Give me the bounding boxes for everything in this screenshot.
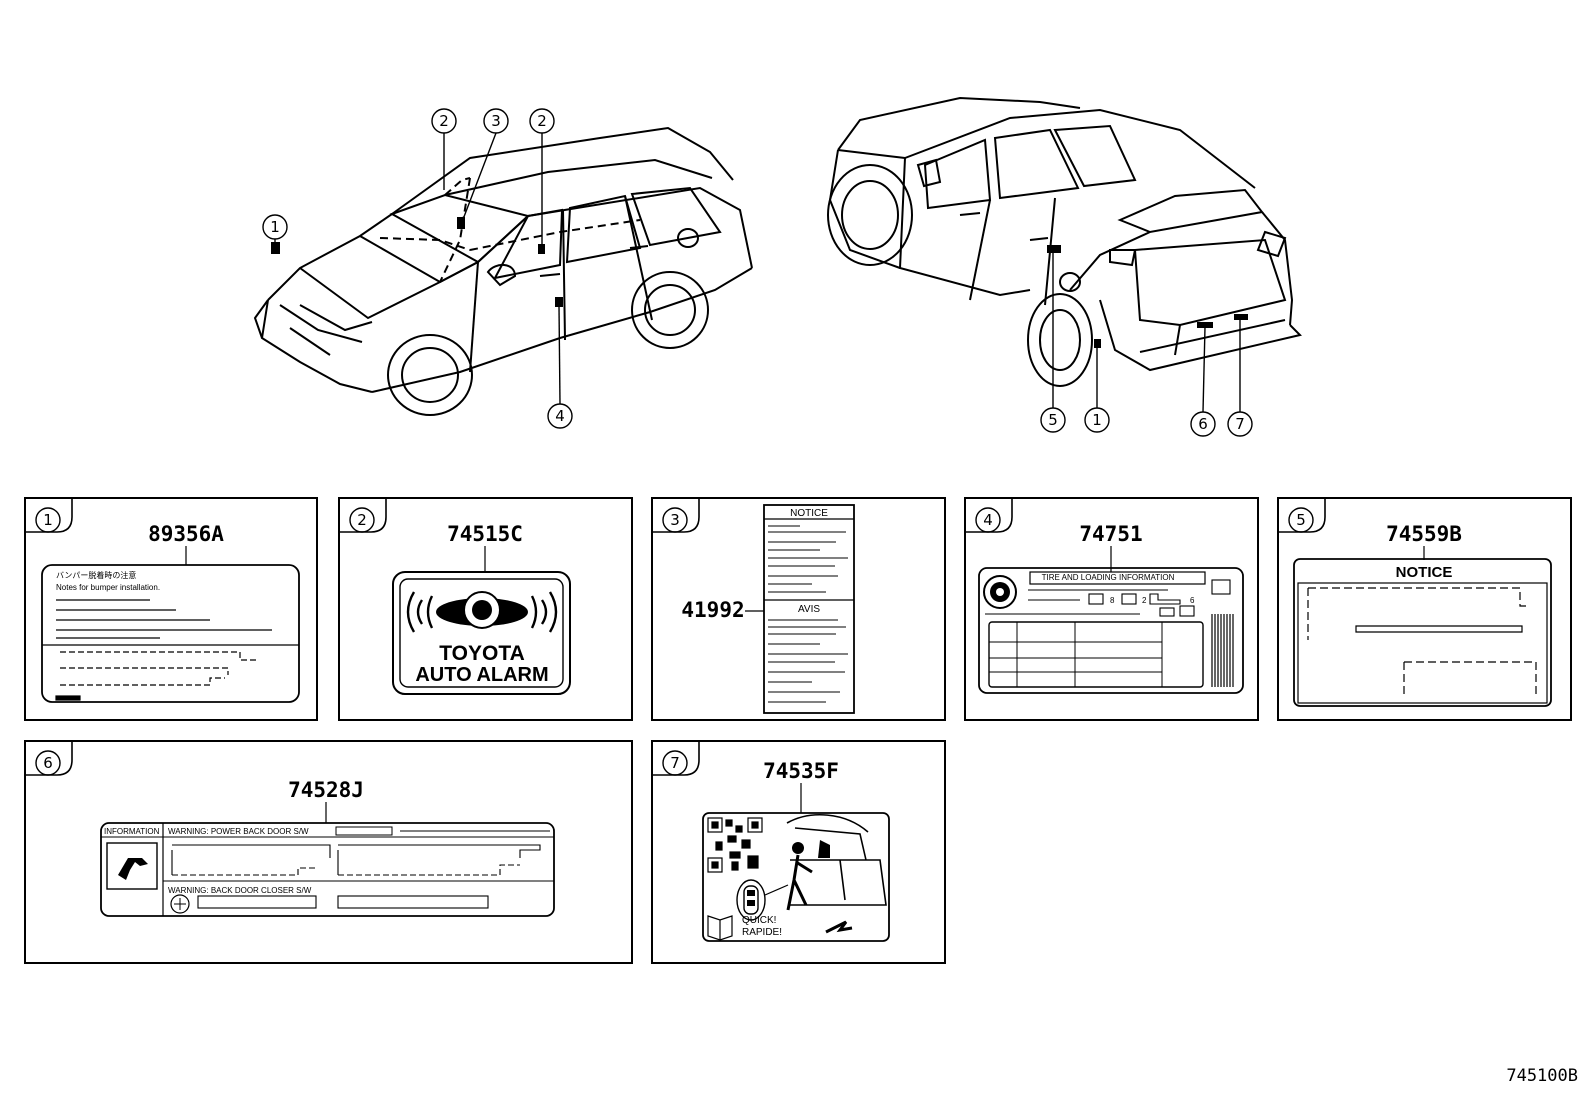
tire-icon [983,575,1017,609]
label-title: TIRE AND LOADING INFORMATION [1042,573,1175,582]
qr-code-icon [707,817,763,873]
alarm-car-icon [406,591,558,633]
callout-number: 4 [555,407,565,425]
part-number: 74528J [288,778,364,802]
front-view-callouts [262,108,573,429]
tire-field-value: 6 [1190,596,1195,605]
panel-7: 7 74535F [651,740,946,964]
owners-manual-icon [707,915,733,941]
vehicle-front-view [253,126,753,416]
open-tailgate-illustration [786,813,887,934]
callout-number: 6 [1198,415,1208,433]
callout-number: 1 [1092,411,1102,429]
callout-number: 5 [1048,411,1058,429]
label-warning-2: WARNING: BACK DOOR CLOSER S/W [168,886,312,895]
label-rapide: RAPIDE! [742,927,782,938]
vehicle-callout-numbers: 1 2 3 2 4 5 1 6 7 [270,112,1245,433]
panel-4: 4 74751 TIRE AND LOADING INFORMATION 8 2… [964,497,1259,721]
label-avis-heading: AVIS [798,604,820,615]
panel-3: 3 41992 NOTICE AVIS [651,497,946,721]
label-english-text: Notes for bumper installation. [56,583,160,592]
rear-view-callouts [1040,253,1253,437]
panel-number: 5 [1296,511,1306,529]
part-number: 41992 [681,598,744,622]
label-warning-1: WARNING: POWER BACK DOOR S/W [168,827,309,836]
panel-number: 6 [43,754,53,772]
hand-press-icon [106,842,158,890]
panel-6: 6 74528J INFORMATION WARNING: POWER BACK… [24,740,633,964]
callout-number: 3 [491,112,501,130]
panel-number: 1 [43,511,53,529]
panel-number: 4 [983,511,993,529]
panel-2: 2 74515C TOYOTA AUTO ALARM [338,497,633,721]
key-fob-icon [736,879,789,921]
label-line-2: AUTO ALARM [415,664,548,686]
vehicle-rear-view [827,96,1302,387]
part-number: 74515C [447,522,523,546]
label-notice-heading: NOTICE [790,508,828,519]
label-line-1: TOYOTA [439,642,525,665]
tire-field-value: 2 [1142,596,1147,605]
label-notice-heading: NOTICE [1396,564,1453,581]
callout-number: 7 [1235,415,1245,433]
label-quick: QUICK! [742,915,776,926]
part-number: 89356A [148,522,224,546]
part-number: 74751 [1079,522,1142,546]
tire-field-value: 8 [1110,596,1115,605]
panel-number: 2 [357,511,367,529]
part-number: 74559B [1386,522,1462,546]
panel-1: 1 89356A バンパー脱着時の注意 Notes for bumper ins… [24,497,318,721]
panel-number: 3 [670,511,680,529]
label-japanese-text: バンパー脱着時の注意 [56,570,136,580]
part-number: 74535F [763,759,839,783]
label-info-heading: INFORMATION [104,827,160,836]
drawing-number: 745100B [1506,1066,1578,1086]
back-door-icon [170,894,190,914]
callout-number: 2 [537,112,547,130]
callout-number: 1 [270,218,280,236]
panel-number: 7 [670,754,680,772]
callout-number: 2 [439,112,449,130]
panel-5: 5 74559B NOTICE [1277,497,1572,721]
